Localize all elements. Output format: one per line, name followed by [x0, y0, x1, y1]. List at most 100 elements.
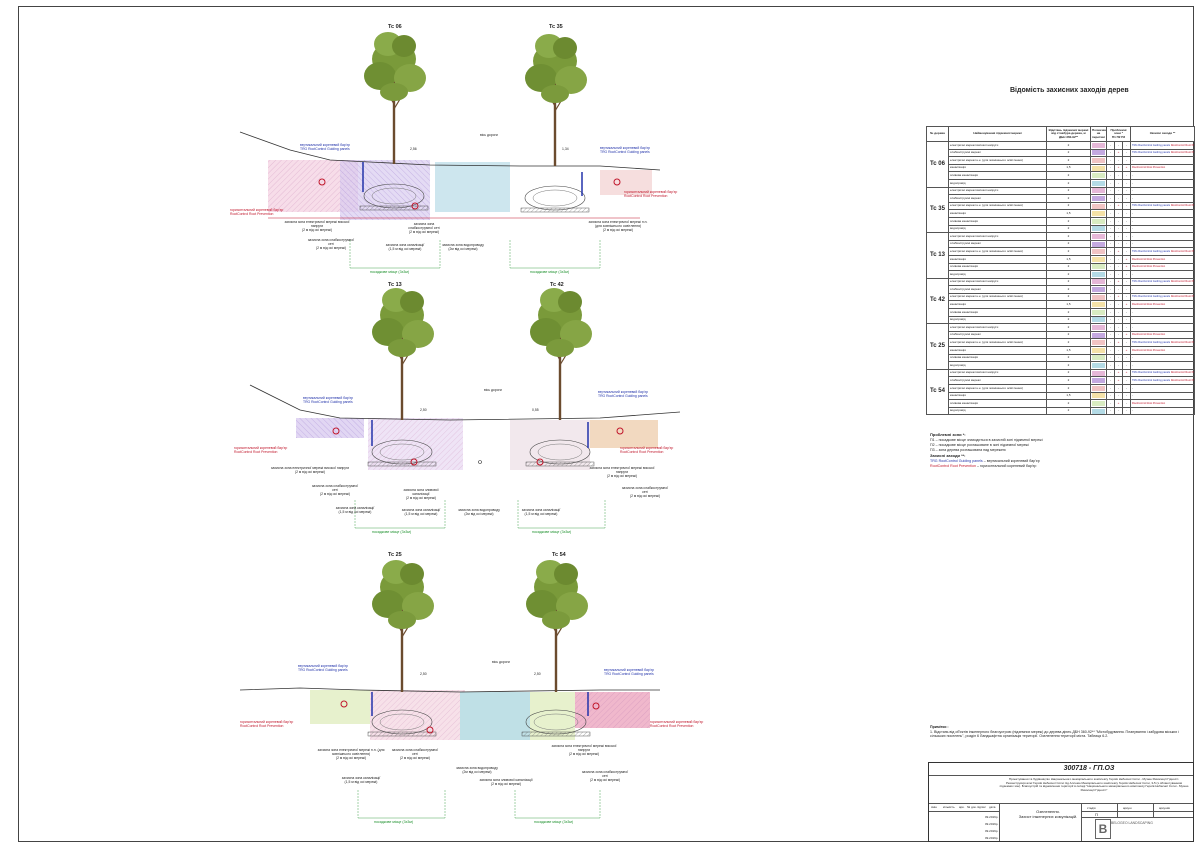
problem-zone-3: +: [1121, 368, 1132, 378]
network-distance: 2: [1046, 361, 1091, 370]
color-swatch: [1092, 363, 1105, 369]
problem-zone-3: -: [1121, 399, 1132, 408]
protection-measures: -: [1130, 391, 1196, 401]
problem-zone-3: -: [1121, 209, 1132, 218]
problem-zone-2: -: [1114, 285, 1123, 294]
protection-measures: -: [1130, 285, 1196, 294]
color-swatch: [1092, 294, 1105, 300]
zone-sewer-2b: захисна зона каналізації(1,5 м від осі м…: [401, 508, 441, 516]
network-distance: 2: [1046, 262, 1091, 272]
table-row: електричні мережі н.н. (для зовнішнього …: [927, 292, 1196, 302]
network-distance: 1,5: [1046, 163, 1091, 173]
network-name: слабкострумні мережі: [948, 330, 1047, 340]
problem-zone-3: -: [1121, 391, 1132, 401]
protection-measures: -: [1130, 353, 1196, 363]
network-distance: 1,5: [1046, 346, 1091, 355]
problem-zone-3: -: [1121, 232, 1132, 241]
rootball-tc35: [520, 185, 590, 213]
problem-zone-2: -: [1114, 346, 1123, 355]
plant-1-left: посадкове місце (3x3м): [370, 270, 410, 274]
th-network: Найменування підземної мережі: [948, 126, 1047, 142]
problem-zone-1: -: [1106, 171, 1115, 180]
measure-text: -: [1132, 409, 1133, 413]
note-m2-product: RootControl Root Prevention: [930, 464, 976, 468]
problem-zone-3: +: [1121, 163, 1132, 173]
tree-number: Тс 54: [926, 368, 949, 416]
network-swatch: [1090, 308, 1107, 317]
company-logo-icon: B: [1095, 819, 1111, 839]
network-name: електричні мережі високої напруги: [948, 232, 1047, 241]
problem-zone-1: -: [1106, 391, 1115, 401]
problem-zone-1: -: [1106, 300, 1115, 310]
network-swatch: [1090, 186, 1107, 196]
network-distance: 2: [1046, 232, 1091, 241]
measure-text: -: [1132, 158, 1133, 162]
notes-measures-title: Захисні заходи **:: [930, 453, 966, 458]
problem-zone-2: -: [1114, 209, 1123, 218]
protection-measures: -: [1130, 156, 1196, 165]
color-swatch: [1092, 340, 1105, 346]
note-m1-product: TRG RootControl Guiding panels: [930, 459, 983, 463]
zone-hv-2b: захисна зона електричної мережі високої …: [589, 466, 655, 478]
problem-zone-2: +: [1114, 399, 1123, 408]
color-swatch: [1092, 150, 1105, 156]
problem-zone-2: +: [1114, 201, 1123, 211]
th-distance: Відстань підземної мережі від стовбура д…: [1046, 126, 1091, 142]
col-sign: підпис: [977, 805, 986, 809]
section-2: [249, 286, 681, 529]
th-problem: Проблемні зони *П1 П2 П3: [1105, 126, 1132, 142]
problem-zone-2: -: [1114, 224, 1123, 234]
notes: Проблемні зони *: П1 – посадкове місце з…: [930, 432, 1190, 469]
problem-zone-1: -: [1106, 277, 1115, 287]
note-p2: П2 – посадкове місце розташоване в зоні …: [930, 443, 1029, 447]
protection-measures: -: [1130, 186, 1196, 196]
problem-zone-2: -: [1114, 384, 1123, 393]
network-name: слабкострумні мережі: [948, 285, 1047, 294]
measure-text: -: [1132, 356, 1133, 360]
measure-text: -: [1132, 325, 1133, 329]
problem-zone-3: -: [1121, 270, 1132, 279]
protection-measures: -: [1130, 178, 1196, 188]
section-3: [239, 558, 660, 819]
problem-zone-3: -: [1121, 277, 1132, 287]
zone-hv-2: захисна зона електричної мережі високої …: [270, 466, 350, 474]
title-tc42: Тс 42: [550, 282, 564, 288]
problem-zone-1: -: [1106, 148, 1115, 158]
protection-measures: RootControl Root Prevention: [1130, 346, 1196, 355]
date-3: 09.2019р.: [985, 829, 999, 833]
color-swatch: [1092, 256, 1105, 262]
network-swatch: [1090, 323, 1107, 332]
network-distance: 2: [1046, 186, 1091, 196]
problem-zone-3: -: [1121, 406, 1132, 416]
problem-zone-2: -: [1114, 216, 1123, 226]
problem-zone-1: -: [1106, 346, 1115, 355]
protection-measures: -: [1130, 315, 1196, 325]
network-name: каналізація: [948, 254, 1047, 264]
color-swatch: [1092, 195, 1105, 201]
problem-zone-2: -: [1114, 232, 1123, 241]
protection-measures: TRG RootControl Guiding panels RootContr…: [1130, 148, 1196, 158]
title-tc06: Тс 06: [388, 24, 402, 30]
color-swatch: [1092, 188, 1105, 194]
problem-zone-1: -: [1106, 178, 1115, 188]
remarks-text: 1. Відстань від об'єктів інженерного бла…: [930, 729, 1179, 739]
problem-zone-1: -: [1106, 376, 1115, 385]
network-name: зливова каналізація: [948, 353, 1047, 363]
measure-text: TRG RootControl Guiding panels: [1132, 280, 1171, 284]
problem-zone-1: -: [1106, 292, 1115, 302]
network-distance: 1,5: [1046, 391, 1091, 401]
network-distance: 2: [1046, 399, 1091, 408]
color-swatch: [1092, 309, 1105, 315]
measure-text: TRG RootControl Guiding panels: [1132, 204, 1171, 208]
color-swatch: [1092, 385, 1105, 391]
network-name: каналізація: [948, 300, 1047, 310]
problem-zone-2: -: [1114, 186, 1123, 196]
problem-zone-1: -: [1106, 338, 1115, 348]
measure-text: RootControl Root Prevention: [1132, 265, 1166, 269]
protection-measures: -: [1130, 323, 1196, 332]
